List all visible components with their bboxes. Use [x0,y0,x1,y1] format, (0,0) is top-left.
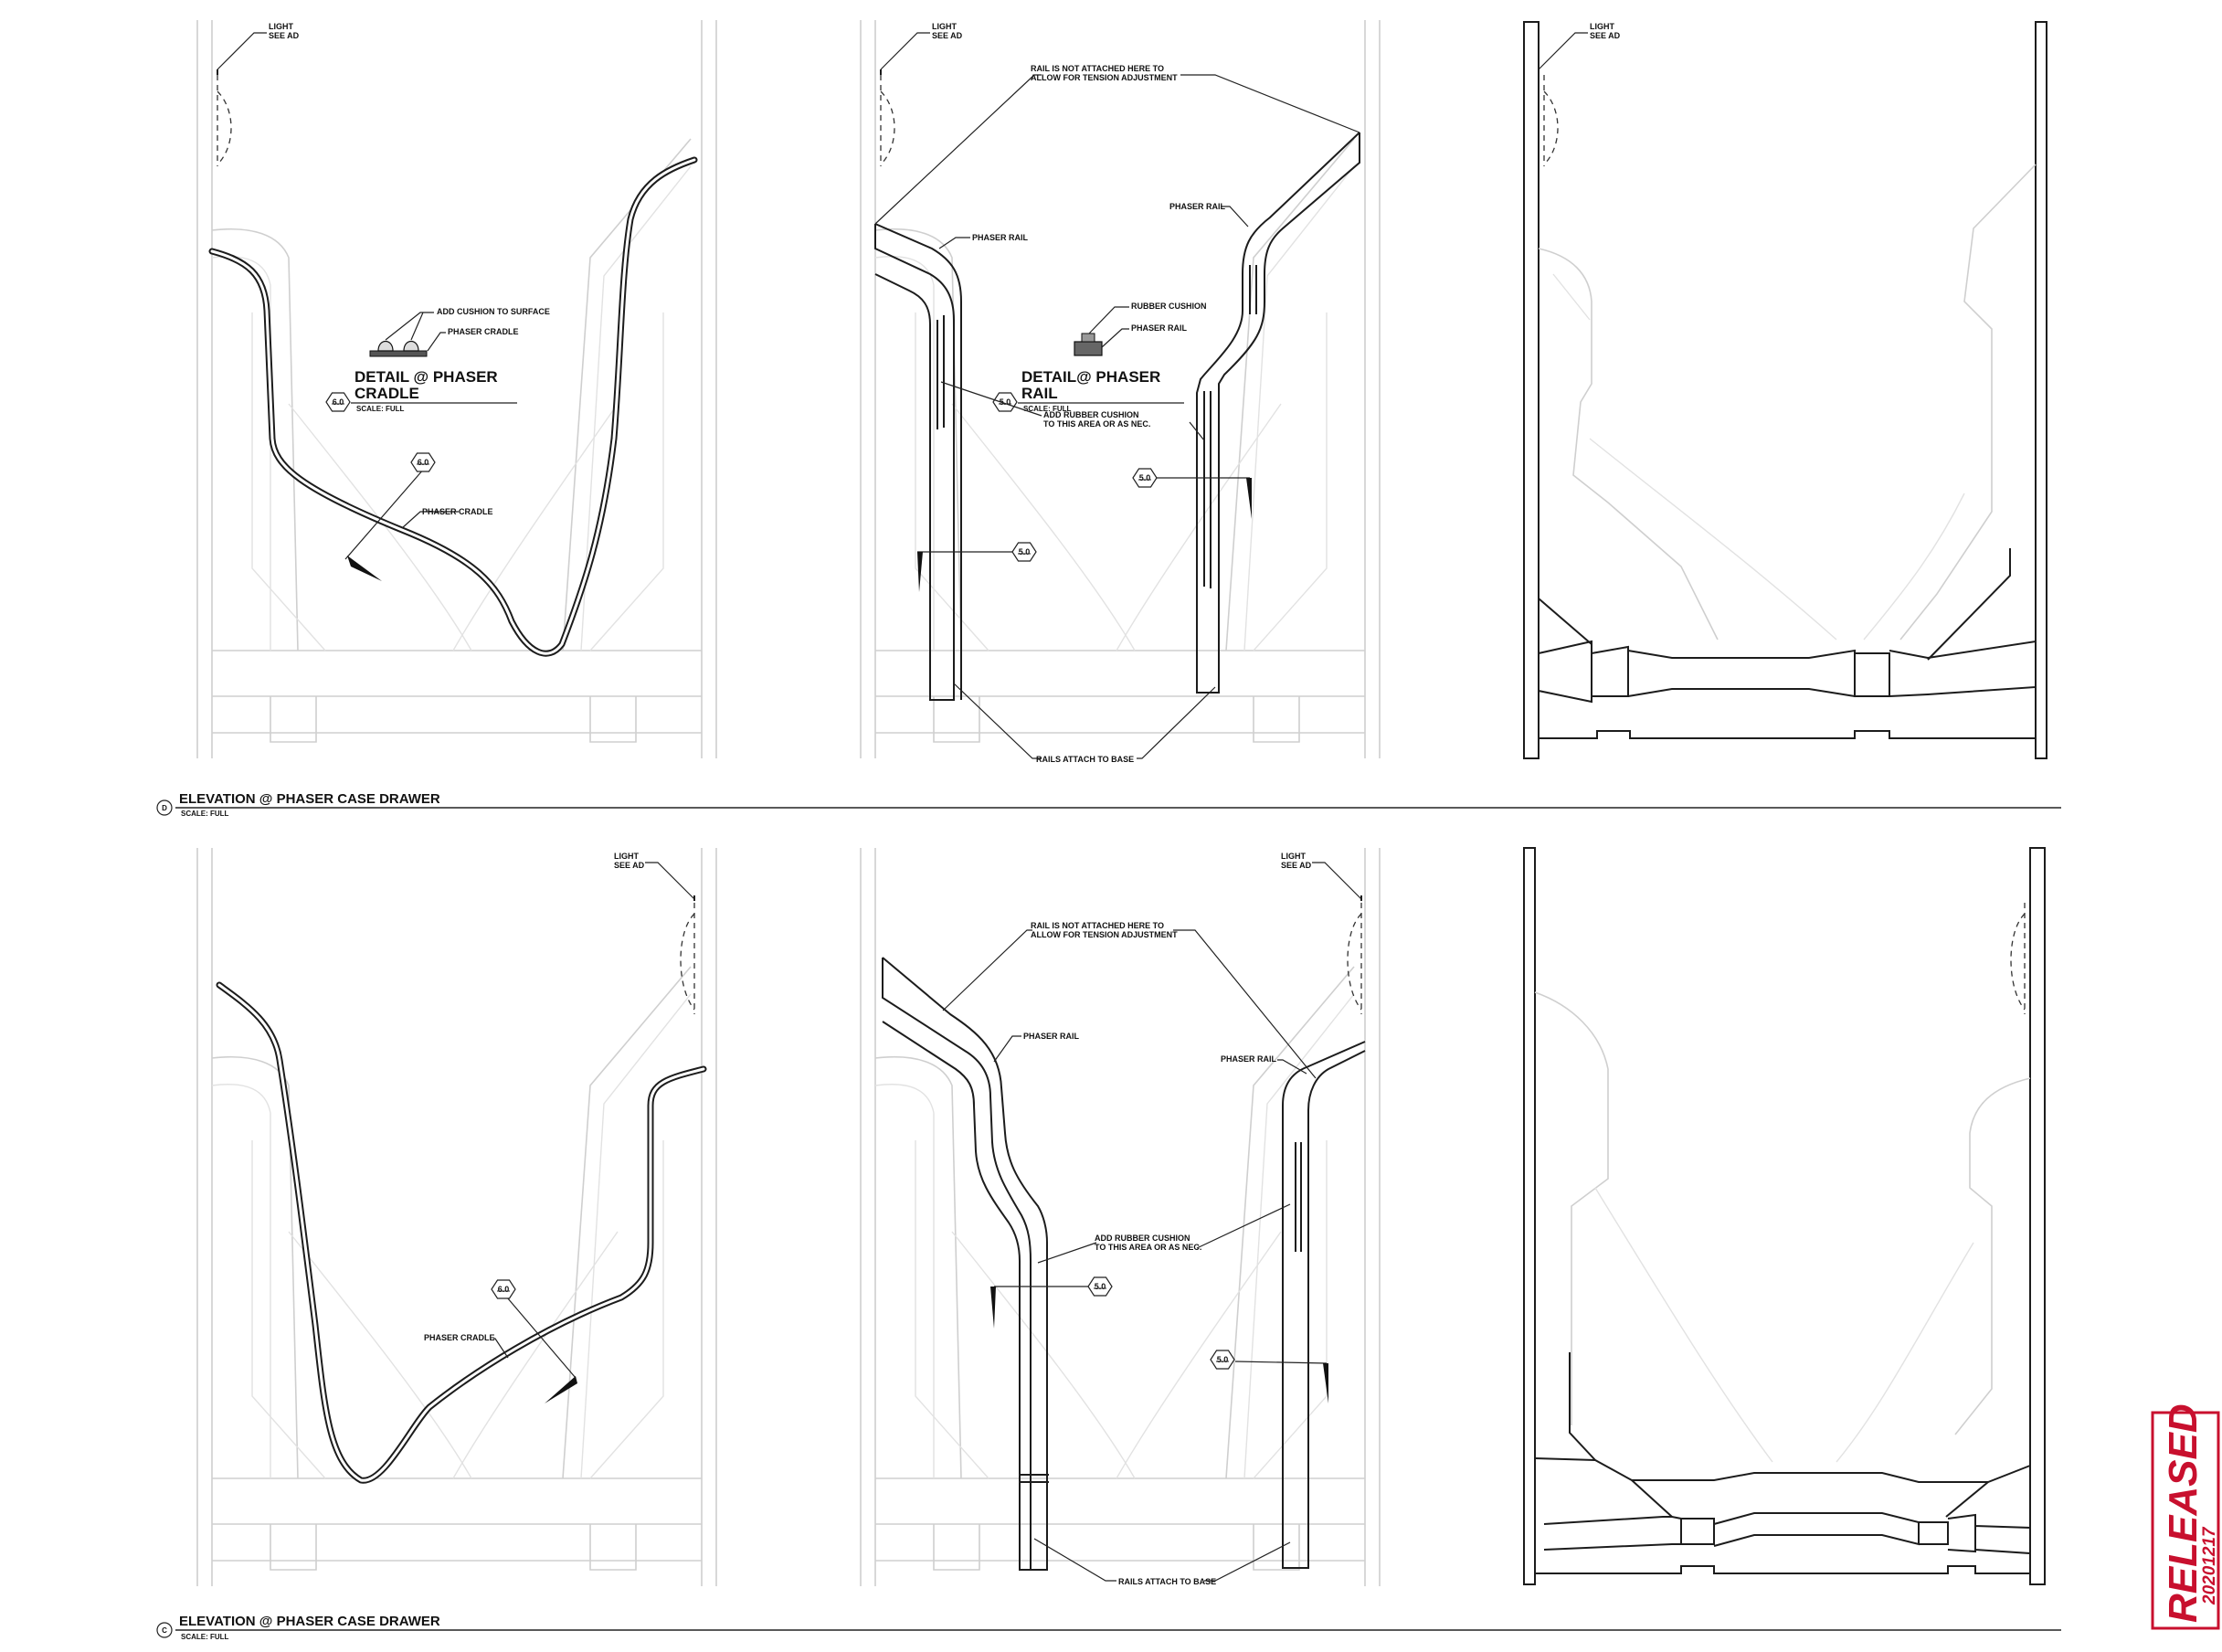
see-ad-label-2: SEE AD [932,31,963,40]
panel-c-cradle: LIGHT SEE AD 6.0 PHASER CRADLE [196,847,717,1587]
light-label-2: LIGHT [932,22,957,31]
detail-cradle-scale: SCALE: FULL [356,405,405,413]
cradle-callout-tag-2: 6.0 [498,1285,510,1294]
elevation-d-tag: D [162,804,167,812]
see-ad-label-4: SEE AD [614,861,645,870]
tension-note-1a: RAIL IS NOT ATTACHED HERE TO [1031,64,1164,73]
phaser-rail-label-1: PHASER RAIL [972,233,1029,242]
released-date: 20201217 [2200,1526,2219,1605]
elevation-c-tag: C [162,1626,167,1635]
rail-callout-tag-2: 5.0 [1139,473,1151,482]
light-label-4: LIGHT [614,852,639,861]
released-label: RELEASED [2161,1403,2206,1623]
see-ad-label-5: SEE AD [1281,861,1312,870]
released-stamp: RELEASED 20201217 [2151,1403,2220,1630]
detail-rail-tag: 5.0 [1000,397,1011,407]
detail-cradle-title-2: CRADLE [354,385,419,402]
light-label-5: LIGHT [1281,852,1306,861]
rubber-cushion-label: RUBBER CUSHION [1131,302,1207,311]
add-cushion-label: ADD CUSHION TO SURFACE [437,307,550,316]
panel-d-cradle: 6.0 PHASER CRADLE ADD CUSHION TO SURFACE… [196,19,717,759]
elevation-d-title: ELEVATION @ PHASER CASE DRAWER [179,791,440,807]
elevation-d: 6.0 PHASER CRADLE ADD CUSHION TO SURFACE… [156,19,2061,818]
add-rubber-note-2a: ADD RUBBER CUSHION [1095,1234,1190,1243]
detail-cradle-title-1: DETAIL @ PHASER [354,368,498,386]
phaser-cradle-label: PHASER CRADLE [422,507,493,516]
see-ad-label-3: SEE AD [1590,31,1621,40]
detail-cradle-tag: 6.0 [333,397,344,407]
phaser-cradle-label-2: PHASER CRADLE [424,1333,495,1342]
tension-note-1b: ALLOW FOR TENSION ADJUSTMENT [1031,73,1178,82]
tension-note-2b: ALLOW FOR TENSION ADJUSTMENT [1031,930,1178,939]
phaser-rail-label-3: PHASER RAIL [1023,1032,1080,1041]
rail-callout-tag-1: 5.0 [1019,547,1031,556]
rails-attach-label-1: RAILS ATTACH TO BASE [1036,755,1134,764]
panel-d-bay: LIGHT SEE AD [1523,21,2047,759]
light-label-3: LIGHT [1590,22,1614,31]
detail-phaser-rail-label: PHASER RAIL [1131,323,1188,333]
detail-phaser-cradle-label: PHASER CRADLE [448,327,519,336]
light-label-1: LIGHT [269,22,293,31]
phaser-rail-label-4: PHASER RAIL [1221,1054,1277,1064]
rail-callout-tag-4: 5.0 [1217,1355,1229,1364]
elevation-c: LIGHT SEE AD 6.0 PHASER CRADLE LIGHT SEE… [156,847,2061,1641]
add-rubber-note-1a: ADD RUBBER CUSHION [1043,410,1139,419]
elevation-c-scale: SCALE: FULL [181,1633,229,1641]
elevation-d-scale: SCALE: FULL [181,810,229,818]
rail-callout-tag-3: 5.0 [1095,1282,1106,1291]
detail-rail-title-1: DETAIL@ PHASER [1021,368,1160,386]
tension-note-2a: RAIL IS NOT ATTACHED HERE TO [1031,921,1164,930]
add-rubber-note-2b: TO THIS AREA OR AS NEC. [1095,1243,1201,1252]
detail-rail: RUBBER CUSHION PHASER RAIL DETAIL@ PHASE… [940,302,1207,441]
phaser-rail-label-2: PHASER RAIL [1169,202,1226,211]
detail-rail-scale: SCALE: FULL [1023,405,1072,413]
panel-d-rail: LIGHT SEE AD RAIL IS NOT ATTACHED HERE T… [860,19,1381,764]
add-rubber-note-1b: TO THIS AREA OR AS NEC. [1043,419,1150,429]
cradle-callout-tag: 6.0 [418,458,429,467]
detail-cradle: ADD CUSHION TO SURFACE PHASER CRADLE DET… [325,307,550,413]
elevation-c-title: ELEVATION @ PHASER CASE DRAWER [179,1614,440,1629]
panel-c-rail: LIGHT SEE AD RAIL IS NOT ATTACHED HERE T… [860,847,1381,1587]
rails-attach-label-2: RAILS ATTACH TO BASE [1118,1577,1216,1586]
panel-c-bay [1523,847,2046,1585]
see-ad-label-1: SEE AD [269,31,300,40]
detail-rail-title-2: RAIL [1021,385,1058,402]
